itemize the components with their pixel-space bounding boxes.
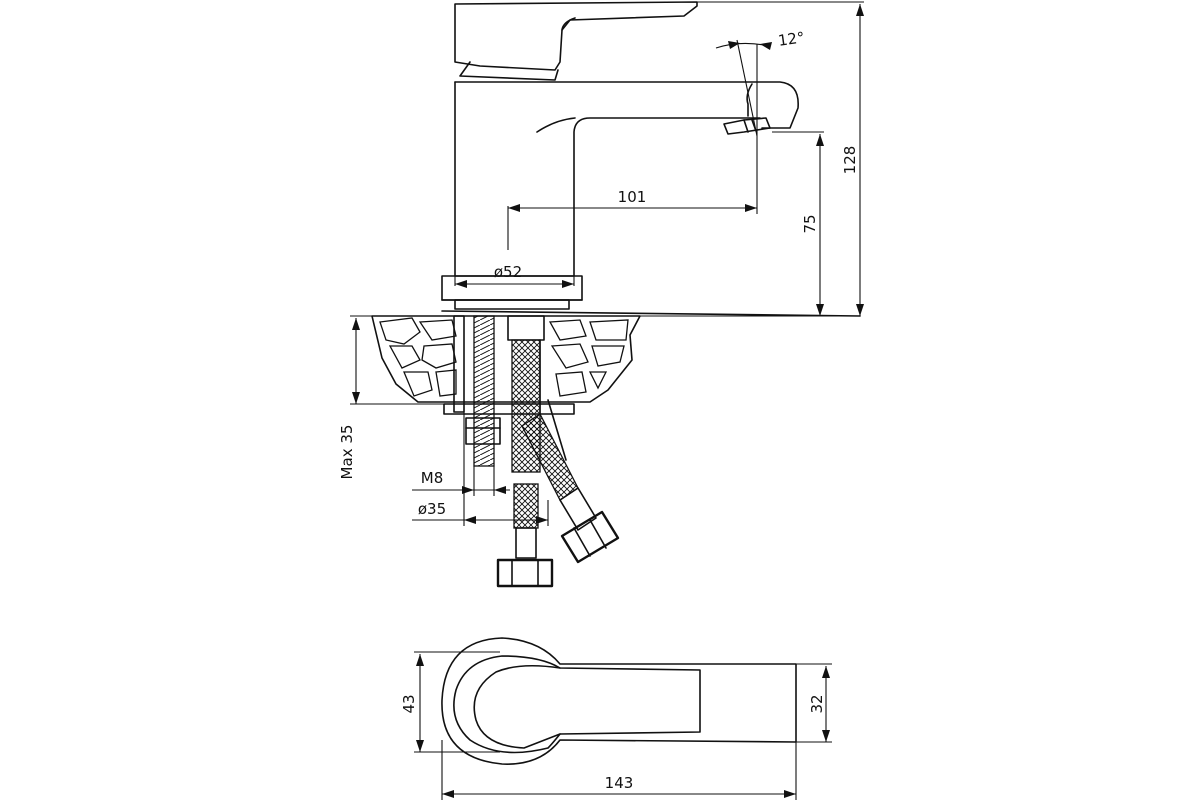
top-outline [441,637,797,765]
hose-straight-nut [496,558,554,588]
top-inner-handle [453,655,701,754]
faucet-body [454,81,761,277]
dim-angle: 12° [777,28,806,50]
spout [454,81,799,129]
hose-angled-nut [560,510,620,564]
aerator [723,117,771,135]
top-dimensions: 43 32 143 [400,651,832,800]
side-view [371,1,861,588]
top-view [441,637,797,765]
nut [465,417,501,445]
dim-top-length: 143 [605,774,634,792]
dim-top-depth: 43 [400,694,418,713]
dim-thread: M8 [421,469,444,487]
dim-total-height: 128 [841,146,859,175]
handle-lever [454,1,698,71]
dim-spout-height: 75 [801,214,819,233]
dim-top-handle-width: 32 [808,694,826,713]
dim-spout-reach: 101 [618,188,647,206]
side-dimensions: 128 75 101 12° ø52 Max 35 [338,1,864,526]
dim-base-diameter: ø52 [494,263,522,281]
dim-max-counter: Max 35 [338,425,356,480]
countertop-section [371,315,641,403]
dim-hole-diameter: ø35 [418,500,446,518]
